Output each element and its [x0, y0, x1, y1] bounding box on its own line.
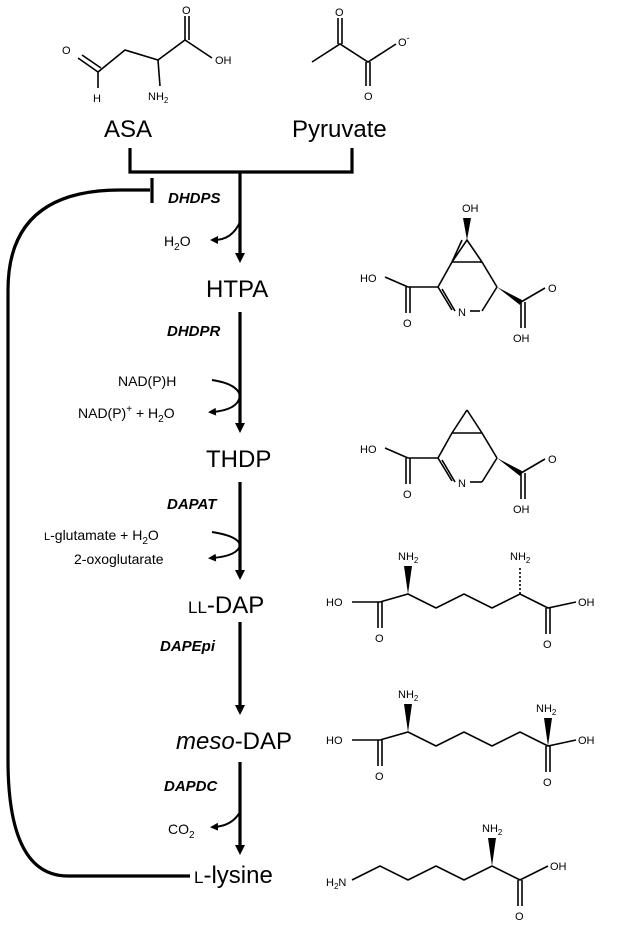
intermediate-thdp: THDP: [206, 446, 271, 473]
pyruvate-carbonyl-o: O: [364, 91, 373, 103]
enzyme-dhdpr: DHDPR: [167, 323, 221, 340]
side-oxoglutarate: 2-oxoglutarate: [74, 551, 164, 567]
asa-amine: NH2: [148, 91, 169, 105]
lysine-structure: H2N OH O NH2: [326, 823, 567, 923]
side-arrow-h2o-out: [210, 221, 241, 244]
asa-structure: O H O OH NH2: [62, 5, 232, 105]
thdp-structure: N HO O O OH: [360, 409, 557, 516]
meso-dap-structure: HO O OH O NH2 NH2: [326, 689, 595, 789]
htpa-hydroxyl: OH: [462, 203, 479, 215]
asa-aldehyde-h: H: [93, 93, 101, 105]
meso-dap-right-oh: OH: [578, 735, 595, 747]
ll-dap-left-o: O: [375, 633, 384, 645]
thdp-left-ho: HO: [360, 444, 377, 456]
htpa-right-o: O: [548, 283, 557, 295]
substrate-asa: ASA: [104, 116, 152, 143]
htpa-right-oh: OH: [513, 333, 530, 345]
thdp-right-o: O: [548, 454, 557, 466]
side-nadph: NAD(P)H: [118, 373, 176, 389]
pyruvate-carboxylate-o: O-: [398, 33, 410, 49]
meso-dap-amine-left: NH2: [398, 689, 419, 703]
asa-aldehyde-o: O: [62, 45, 71, 57]
meso-dap-amine-right: NH2: [536, 703, 557, 717]
pyruvate-keto-o: O: [335, 7, 344, 19]
meso-dap-left-ho: HO: [326, 735, 343, 747]
pyruvate-structure: O O- O: [311, 7, 410, 103]
htpa-left-o: O: [403, 318, 412, 330]
side-arrow-glutamate: [208, 531, 242, 562]
lysine-oh: OH: [550, 861, 567, 873]
side-h2o: H2O: [164, 233, 191, 253]
side-nadp-h2o: NAD(P)+ + H2O: [78, 404, 175, 425]
side-co2: CO2: [168, 821, 195, 841]
enzyme-dapepi: DAPEpi: [160, 638, 216, 655]
lysine-o: O: [515, 911, 524, 923]
thdp-right-oh: OH: [513, 504, 530, 516]
htpa-left-ho: HO: [360, 273, 377, 285]
intermediate-l-lysine: L-lysine: [194, 862, 273, 889]
ll-dap-amine-left: NH2: [398, 551, 419, 565]
ll-dap-structure: HO O OH O NH2 NH2: [326, 551, 595, 651]
feedback-inhibition-loop: [6, 188, 190, 878]
side-glutamate-h2o: L-glutamate + H2O: [44, 527, 159, 547]
enzyme-dapdc: DAPDC: [164, 778, 219, 795]
side-arrow-co2-out: [210, 811, 241, 831]
intermediate-meso-dap: meso-DAP: [176, 728, 292, 755]
ll-dap-left-ho: HO: [326, 597, 343, 609]
intermediate-htpa: HTPA: [206, 276, 268, 303]
meso-dap-right-o: O: [543, 777, 552, 789]
thdp-left-o: O: [403, 489, 412, 501]
ll-dap-right-o: O: [543, 639, 552, 651]
htpa-nitrogen: N: [458, 307, 466, 319]
lysine-amine: NH2: [482, 823, 503, 837]
substrate-join-bracket: [128, 148, 354, 174]
intermediate-ll-dap: LL-DAP: [188, 592, 264, 619]
enzyme-dhdps: DHDPS: [168, 190, 221, 207]
thdp-nitrogen: N: [458, 478, 466, 490]
lysine-h2n: H2N: [326, 877, 346, 891]
enzyme-dapat: DAPAT: [167, 496, 218, 513]
htpa-structure: OH N HO O O OH: [360, 203, 557, 345]
substrate-pyruvate: Pyruvate: [292, 116, 387, 143]
ll-dap-right-oh: OH: [578, 597, 595, 609]
asa-carbonyl-o: O: [182, 5, 191, 17]
meso-dap-left-o: O: [375, 771, 384, 783]
asa-hydroxyl: OH: [215, 55, 232, 67]
side-arrow-nadph: [208, 379, 242, 416]
ll-dap-amine-right: NH2: [510, 551, 531, 565]
